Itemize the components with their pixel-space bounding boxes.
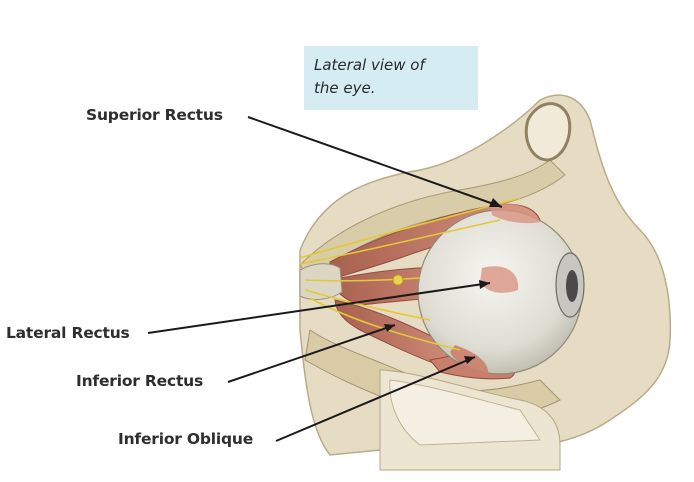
maxillary-sinus <box>389 379 541 446</box>
pupil <box>566 270 578 302</box>
optic-nerve <box>299 263 343 300</box>
leader-lateral-rectus <box>147 282 491 334</box>
leader-inferior-oblique <box>275 356 476 442</box>
leader-inferior-rectus <box>227 324 396 383</box>
label-inferior-oblique: Inferior Oblique <box>118 430 254 448</box>
label-inferior-rectus: Inferior Rectus <box>76 372 204 390</box>
label-lateral-rectus: Lateral Rectus <box>6 324 130 342</box>
superior-rectus-insertion <box>490 203 540 224</box>
ciliary-ganglion <box>392 274 404 286</box>
nerves <box>299 197 521 351</box>
arrowhead-inferior-oblique <box>464 356 475 364</box>
arrowhead-inferior-rectus <box>384 324 395 332</box>
leader-lines <box>147 116 503 442</box>
caption-text: Lateral view of the eye. <box>314 56 425 97</box>
lateral-rectus-insertion <box>480 266 519 293</box>
frontal-sinus <box>524 102 572 162</box>
label-superior-rectus: Superior Rectus <box>86 106 223 124</box>
caption-box: Lateral view of the eye. <box>304 46 478 110</box>
leader-arrowheads <box>384 198 502 364</box>
arrowhead-superior-rectus <box>489 198 502 207</box>
leader-superior-rectus <box>247 116 503 208</box>
arrowhead-lateral-rectus <box>479 280 490 289</box>
